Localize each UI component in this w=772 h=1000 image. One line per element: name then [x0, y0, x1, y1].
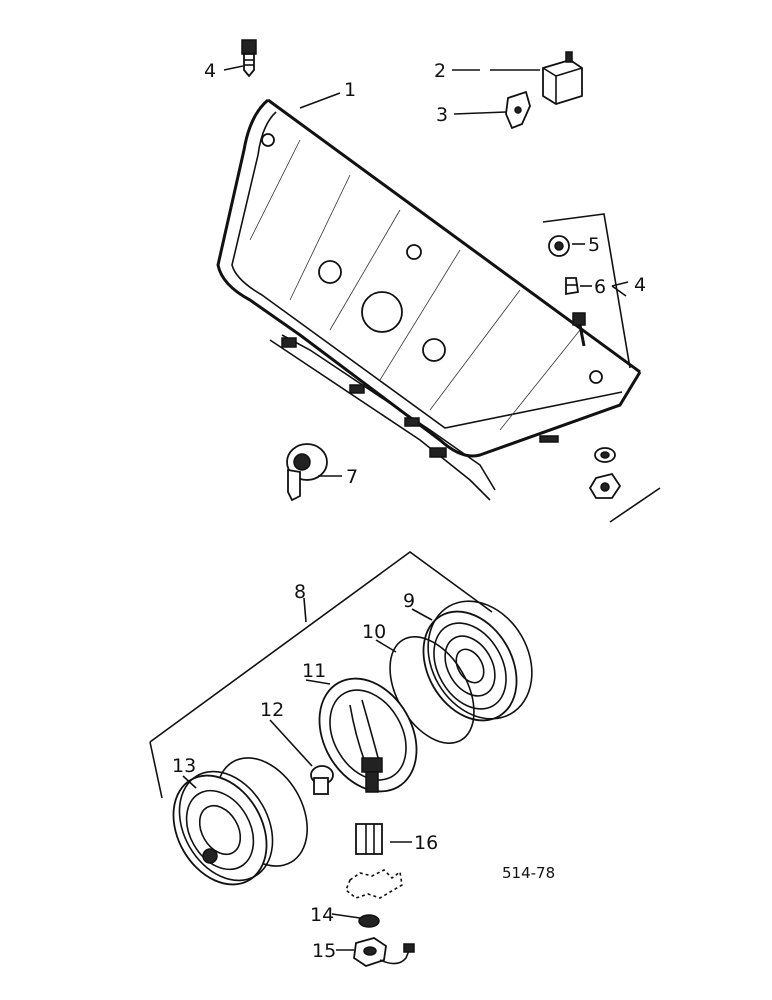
callout-4b: 4 — [634, 274, 646, 296]
star-washer — [345, 869, 403, 899]
screw — [565, 277, 580, 296]
group-bracket-4-lower — [609, 487, 661, 523]
plate-hole — [318, 260, 342, 284]
callout-15: 15 — [312, 940, 336, 962]
lamp-nut — [355, 823, 383, 855]
callout-14: 14 — [310, 904, 334, 926]
group-bracket-8 — [149, 551, 493, 743]
lamp-rear-housing — [422, 600, 533, 722]
group-bracket-8-left — [149, 741, 163, 799]
lamp-body — [318, 677, 418, 793]
cap-nut — [548, 235, 570, 257]
plate-hole — [589, 370, 603, 384]
plate-hatching — [249, 139, 581, 431]
callout-3: 3 — [436, 104, 448, 126]
callout-8: 8 — [294, 581, 306, 603]
plate-hole — [261, 133, 275, 147]
callout-1: 1 — [344, 79, 356, 101]
leader-lines — [182, 65, 629, 951]
lamp-bulb — [310, 765, 334, 795]
callout-9: 9 — [403, 590, 415, 612]
group-bracket-4 — [542, 213, 631, 369]
mounting-plate — [216, 98, 642, 501]
plate-center-hole — [361, 291, 403, 333]
bolt-top — [241, 39, 257, 78]
callout-4a: 4 — [204, 60, 216, 82]
bulb-socket — [286, 443, 328, 502]
terminal-nut — [353, 937, 415, 967]
callout-12: 12 — [260, 699, 284, 721]
bracket — [505, 90, 531, 130]
washer — [358, 914, 380, 928]
callout-2: 2 — [434, 60, 446, 82]
drawing-code: 514-78 — [502, 864, 555, 882]
switch-block — [542, 51, 583, 105]
plate-hole — [422, 338, 446, 362]
lamp-front-lens — [172, 770, 274, 886]
lower-washers — [588, 447, 622, 499]
stud — [572, 312, 586, 347]
callout-11: 11 — [302, 660, 326, 682]
callout-7: 7 — [346, 466, 358, 488]
callout-6: 6 — [594, 276, 606, 298]
callout-10: 10 — [362, 621, 386, 643]
plate-hole — [406, 244, 422, 260]
callout-13: 13 — [172, 755, 196, 777]
callout-labels: 4 1 2 3 5 6 4 7 8 9 10 11 12 13 16 514-7… — [172, 60, 646, 962]
callout-16: 16 — [414, 832, 438, 854]
callout-5: 5 — [588, 234, 600, 256]
